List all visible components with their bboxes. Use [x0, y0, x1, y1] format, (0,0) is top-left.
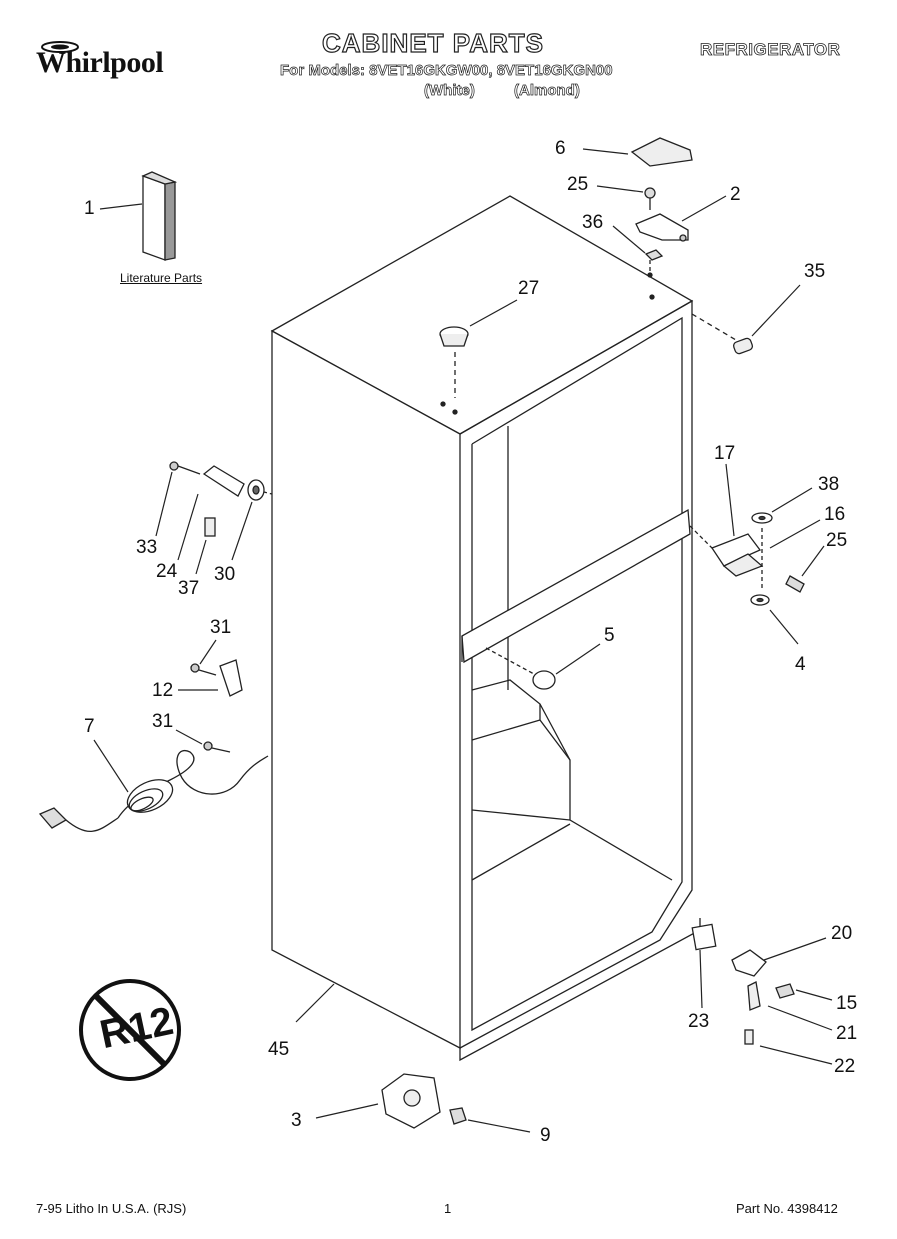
- callout-21: 21: [836, 1023, 858, 1044]
- callout-23: 23: [688, 1011, 710, 1032]
- leveling-leg-icon: [381, 1073, 467, 1129]
- hinge-cover-icon: [630, 137, 693, 167]
- callout-4: 4: [795, 654, 806, 675]
- callout-31-upper: 31: [210, 617, 232, 638]
- callout-25-top: 25: [567, 174, 589, 195]
- callout-35: 35: [804, 261, 826, 282]
- callout-45: 45: [268, 1039, 290, 1060]
- callout-36: 36: [582, 212, 604, 233]
- callout-12: 12: [152, 680, 174, 701]
- callout-27: 27: [518, 278, 540, 299]
- brand-swoosh-icon: [41, 41, 79, 53]
- page-title: CABINET PARTS: [321, 27, 544, 58]
- callout-6: 6: [555, 138, 566, 159]
- r12-badge-icon: [79, 979, 181, 1081]
- callout-25-right: 25: [826, 530, 848, 551]
- callout-37: 37: [178, 578, 200, 599]
- power-cord-icon: [38, 741, 269, 832]
- literature-booklet-icon: [141, 171, 178, 261]
- callout-3: 3: [291, 1110, 302, 1131]
- callout-5: 5: [604, 625, 615, 646]
- variant-white: (White): [424, 82, 476, 100]
- callout-33: 33: [136, 537, 158, 558]
- callout-20: 20: [831, 923, 853, 944]
- callout-38: 38: [818, 474, 840, 495]
- bottom-hinge-icon: [691, 923, 795, 1045]
- cabinet-body: [270, 195, 701, 1062]
- divider-plug-icon: [532, 670, 556, 690]
- screw-icon: [644, 187, 656, 210]
- callout-31-lower: 31: [152, 711, 174, 732]
- plug-icon: [439, 326, 469, 347]
- center-hinge-right-icon: [711, 512, 805, 606]
- shim-icon: [644, 249, 664, 261]
- variant-almond: (Almond): [514, 82, 581, 100]
- callout-9: 9: [540, 1125, 551, 1146]
- literature-parts-label: Literature Parts: [120, 271, 203, 285]
- callout-7: 7: [84, 716, 95, 737]
- product-category: REFRIGERATOR: [700, 40, 841, 60]
- callout-1: 1: [84, 198, 95, 219]
- footer-page-number: 1: [444, 1201, 452, 1216]
- callout-22: 22: [834, 1056, 856, 1077]
- callout-30: 30: [214, 564, 236, 585]
- top-hinge-icon: [635, 213, 689, 242]
- callout-24: 24: [156, 561, 178, 582]
- cord-clip-icon: [190, 659, 243, 697]
- center-hinge-left-icon: [169, 461, 265, 537]
- callout-15: 15: [836, 993, 858, 1014]
- footer-part-number: Part No. 4398412: [736, 1201, 838, 1216]
- callout-16: 16: [824, 504, 846, 525]
- callout-2: 2: [730, 184, 741, 205]
- models-line: For Models: 8VET16GKGW00, 8VET16GKGN00: [280, 62, 613, 80]
- footer-litho: 7-95 Litho In U.S.A. (RJS): [36, 1201, 187, 1216]
- hinge-cap-icon: [732, 337, 754, 355]
- callout-17: 17: [714, 443, 736, 464]
